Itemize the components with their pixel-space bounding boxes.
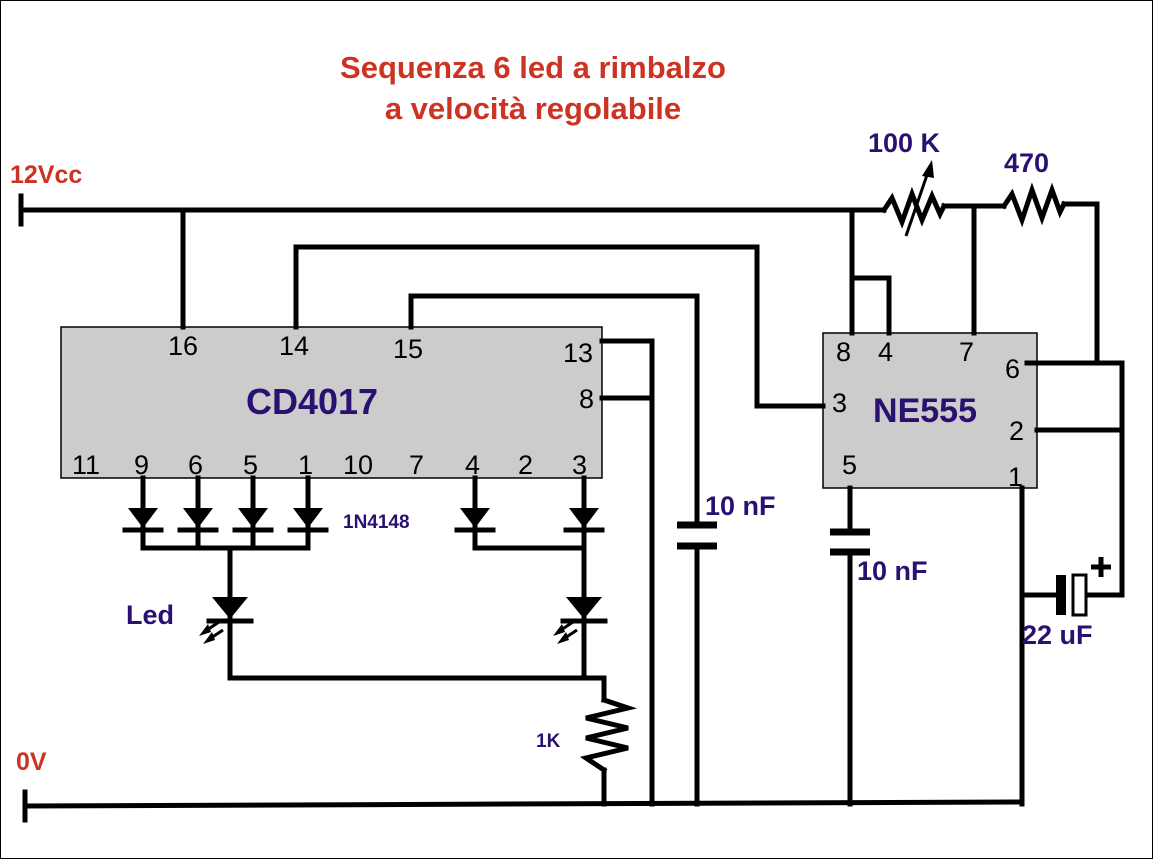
cd4017-pin-7: 7 — [409, 450, 424, 480]
ne555-pin-1: 1 — [1008, 462, 1023, 492]
led-left — [199, 597, 254, 644]
capacitor-c1-label: 10 nF — [705, 491, 776, 521]
potentiometer-100k — [880, 160, 948, 237]
cd4017-pin-13: 13 — [563, 338, 593, 368]
diode-d2 — [177, 508, 219, 533]
diode-label: 1N4148 — [343, 512, 410, 533]
diode-d1 — [122, 508, 164, 533]
pot-label: 100 K — [868, 128, 941, 158]
capacitor-22uf — [1056, 557, 1111, 617]
capacitor-22uf-label: 22 uF — [1022, 620, 1093, 650]
diode-d5 — [454, 508, 496, 533]
cd4017-pin-5: 5 — [243, 450, 258, 480]
cd4017-chip — [60, 326, 603, 479]
title-line-2: a velocità regolabile — [385, 91, 681, 126]
ne555-pin-3: 3 — [832, 388, 847, 418]
ground-rail — [22, 789, 1025, 823]
cd4017-pin-9: 9 — [134, 450, 149, 480]
cd4017-pin-1: 1 — [298, 450, 313, 480]
ne555-pin-7: 7 — [959, 337, 974, 367]
resistor-470-label: 470 — [1004, 148, 1049, 178]
ne555-pin-6: 6 — [1005, 354, 1020, 384]
capacitor-c2 — [830, 528, 870, 556]
led-right — [553, 597, 608, 644]
diode-d6 — [563, 508, 605, 533]
ne555-chip — [822, 332, 1038, 489]
capacitor-c1 — [677, 521, 717, 550]
resistor-470 — [1000, 182, 1068, 228]
ne555-pin-5: 5 — [842, 450, 857, 480]
ne555-pin-8: 8 — [836, 337, 851, 367]
cd4017-pin-15: 15 — [393, 334, 423, 364]
gnd-label: 0V — [16, 748, 47, 776]
cd4017-pin-4: 4 — [465, 450, 480, 480]
wires — [140, 201, 1125, 807]
cd4017-pin-10: 10 — [343, 450, 373, 480]
cd4017-pin-11: 11 — [72, 450, 100, 480]
capacitor-c2-label: 10 nF — [857, 556, 928, 586]
vcc-rail — [18, 193, 855, 227]
vcc-label: 12Vcc — [10, 161, 82, 189]
led-label: Led — [126, 600, 174, 630]
cd4017-label: CD4017 — [246, 381, 378, 422]
cd4017-pin-14: 14 — [279, 331, 309, 361]
cd4017-pin-3: 3 — [572, 450, 587, 480]
diode-d3 — [232, 508, 274, 533]
title-line-1: Sequenza 6 led a rimbalzo — [340, 50, 726, 85]
resistor-1k-label: 1K — [536, 731, 561, 752]
cd4017-pin-16: 16 — [168, 331, 198, 361]
resistor-1k — [579, 696, 638, 774]
cd4017-pin-2: 2 — [518, 450, 533, 480]
cd4017-pin-8: 8 — [579, 384, 594, 414]
diode-d4 — [287, 508, 329, 533]
cd4017-pin-6: 6 — [188, 450, 203, 480]
ne555-pin-2: 2 — [1009, 416, 1024, 446]
ne555-label: NE555 — [873, 392, 977, 430]
ne555-pin-4: 4 — [878, 337, 893, 367]
